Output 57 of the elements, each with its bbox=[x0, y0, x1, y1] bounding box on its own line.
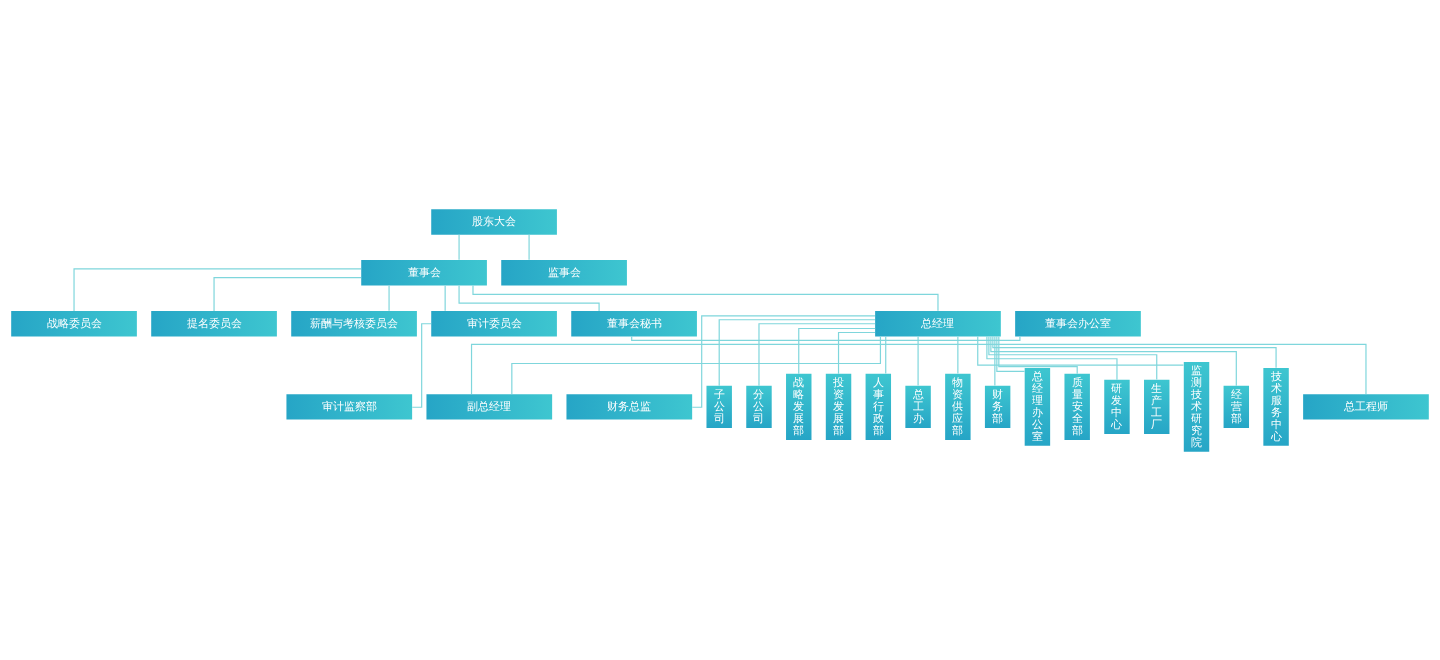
connector bbox=[885, 335, 887, 374]
connector bbox=[977, 335, 1185, 366]
node-box: 监测技术研究院 bbox=[1183, 361, 1210, 452]
node-box: 薪酬与考核委员会 bbox=[291, 310, 417, 336]
connector bbox=[458, 233, 460, 260]
connector bbox=[458, 284, 600, 312]
connector bbox=[996, 335, 1026, 372]
node-box: 审计监察部 bbox=[286, 393, 413, 420]
node-box: 投资发展部 bbox=[825, 373, 852, 440]
node-box: 财务总监 bbox=[566, 393, 693, 420]
connector bbox=[511, 335, 882, 395]
node-box: 技术服务中心 bbox=[1263, 367, 1289, 446]
connector bbox=[73, 267, 362, 312]
connector bbox=[957, 335, 959, 374]
connector bbox=[986, 335, 1118, 380]
connector bbox=[992, 335, 1277, 368]
node-box: 子公司 bbox=[706, 385, 732, 428]
node-box: 物资供应部 bbox=[945, 373, 971, 440]
node-box: 董事会秘书 bbox=[571, 310, 697, 336]
node-box: 经营部 bbox=[1223, 385, 1250, 428]
connector bbox=[472, 284, 939, 311]
connector bbox=[631, 335, 1021, 341]
node-box: 生产工厂 bbox=[1144, 379, 1170, 434]
connector bbox=[837, 331, 876, 374]
node-box: 战略委员会 bbox=[11, 310, 137, 336]
node-box: 人事行政部 bbox=[865, 373, 892, 440]
node-box: 董事会 bbox=[361, 259, 487, 286]
connector bbox=[213, 276, 362, 311]
node-box: 总工程师 bbox=[1303, 393, 1429, 420]
connector bbox=[388, 284, 390, 311]
connector bbox=[691, 314, 876, 408]
connector bbox=[718, 318, 876, 386]
node-box: 总经理 bbox=[875, 310, 1001, 336]
node-box: 财务部 bbox=[984, 385, 1011, 428]
connector bbox=[994, 335, 996, 386]
connector bbox=[990, 335, 1237, 386]
node-box: 研发中心 bbox=[1104, 379, 1130, 434]
connector bbox=[758, 322, 876, 386]
connector bbox=[998, 335, 1078, 374]
connector bbox=[444, 284, 446, 311]
connector bbox=[470, 343, 1367, 395]
connector bbox=[917, 335, 919, 386]
node-box: 总经理办公室 bbox=[1024, 367, 1051, 446]
node-box: 提名委员会 bbox=[151, 310, 277, 336]
node-box: 分公司 bbox=[746, 385, 772, 428]
node-box: 总工办 bbox=[905, 385, 931, 428]
node-box: 审计委员会 bbox=[431, 310, 557, 336]
connector bbox=[988, 335, 1158, 380]
connector bbox=[798, 327, 876, 374]
connector bbox=[528, 233, 530, 260]
node-box: 董事会办公室 bbox=[1015, 310, 1141, 336]
connector bbox=[411, 322, 432, 408]
node-box: 副总经理 bbox=[426, 393, 553, 420]
node-box: 质量安全部 bbox=[1064, 373, 1090, 440]
node-box: 战略发展部 bbox=[786, 373, 812, 440]
node-box: 股东大会 bbox=[431, 208, 557, 235]
node-box: 监事会 bbox=[501, 259, 627, 286]
